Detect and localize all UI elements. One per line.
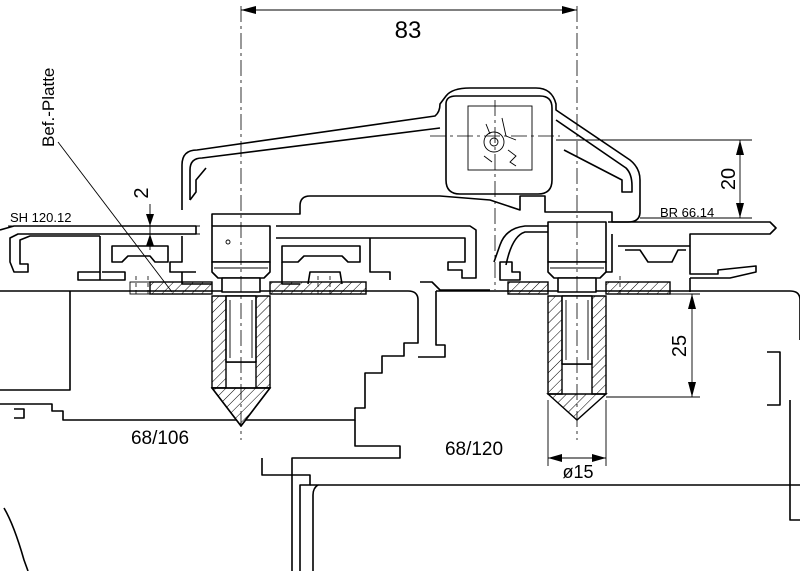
timber-left-label: 68/106: [131, 428, 189, 449]
dimension-diameter: ø15: [547, 400, 607, 482]
profile-middle: [276, 225, 477, 285]
dimension-83-label: 83: [395, 17, 422, 44]
fixing-plate-left: [129, 276, 367, 296]
profile-right-label: BR 66.14: [660, 205, 714, 220]
dimension-20-label: 20: [718, 168, 740, 190]
dimension-diameter-label: ø15: [562, 462, 593, 482]
timber-inner-step: [261, 420, 401, 571]
dimension-25-label: 25: [669, 335, 691, 357]
timber-right-label: 68/120: [445, 439, 503, 460]
handle-bridge: [181, 87, 641, 226]
brand-logo-icon: [483, 117, 517, 167]
plate-label: Bef.-Platte: [39, 68, 58, 147]
fixing-plate-right: [507, 276, 671, 296]
dimension-2-label: 2: [131, 187, 153, 198]
dimension-25: 25: [606, 293, 700, 398]
center-lines: [240, 6, 578, 440]
profile-left: [0, 225, 212, 285]
profile-right: [420, 221, 777, 292]
timber-left: [0, 290, 419, 571]
dimension-20: 20: [556, 139, 752, 219]
profile-left-label: SH 120.12: [10, 210, 71, 225]
dimension-2: 2: [131, 187, 200, 250]
plate-leader: Bef.-Platte: [39, 68, 173, 293]
dimension-83: 83: [241, 6, 577, 44]
